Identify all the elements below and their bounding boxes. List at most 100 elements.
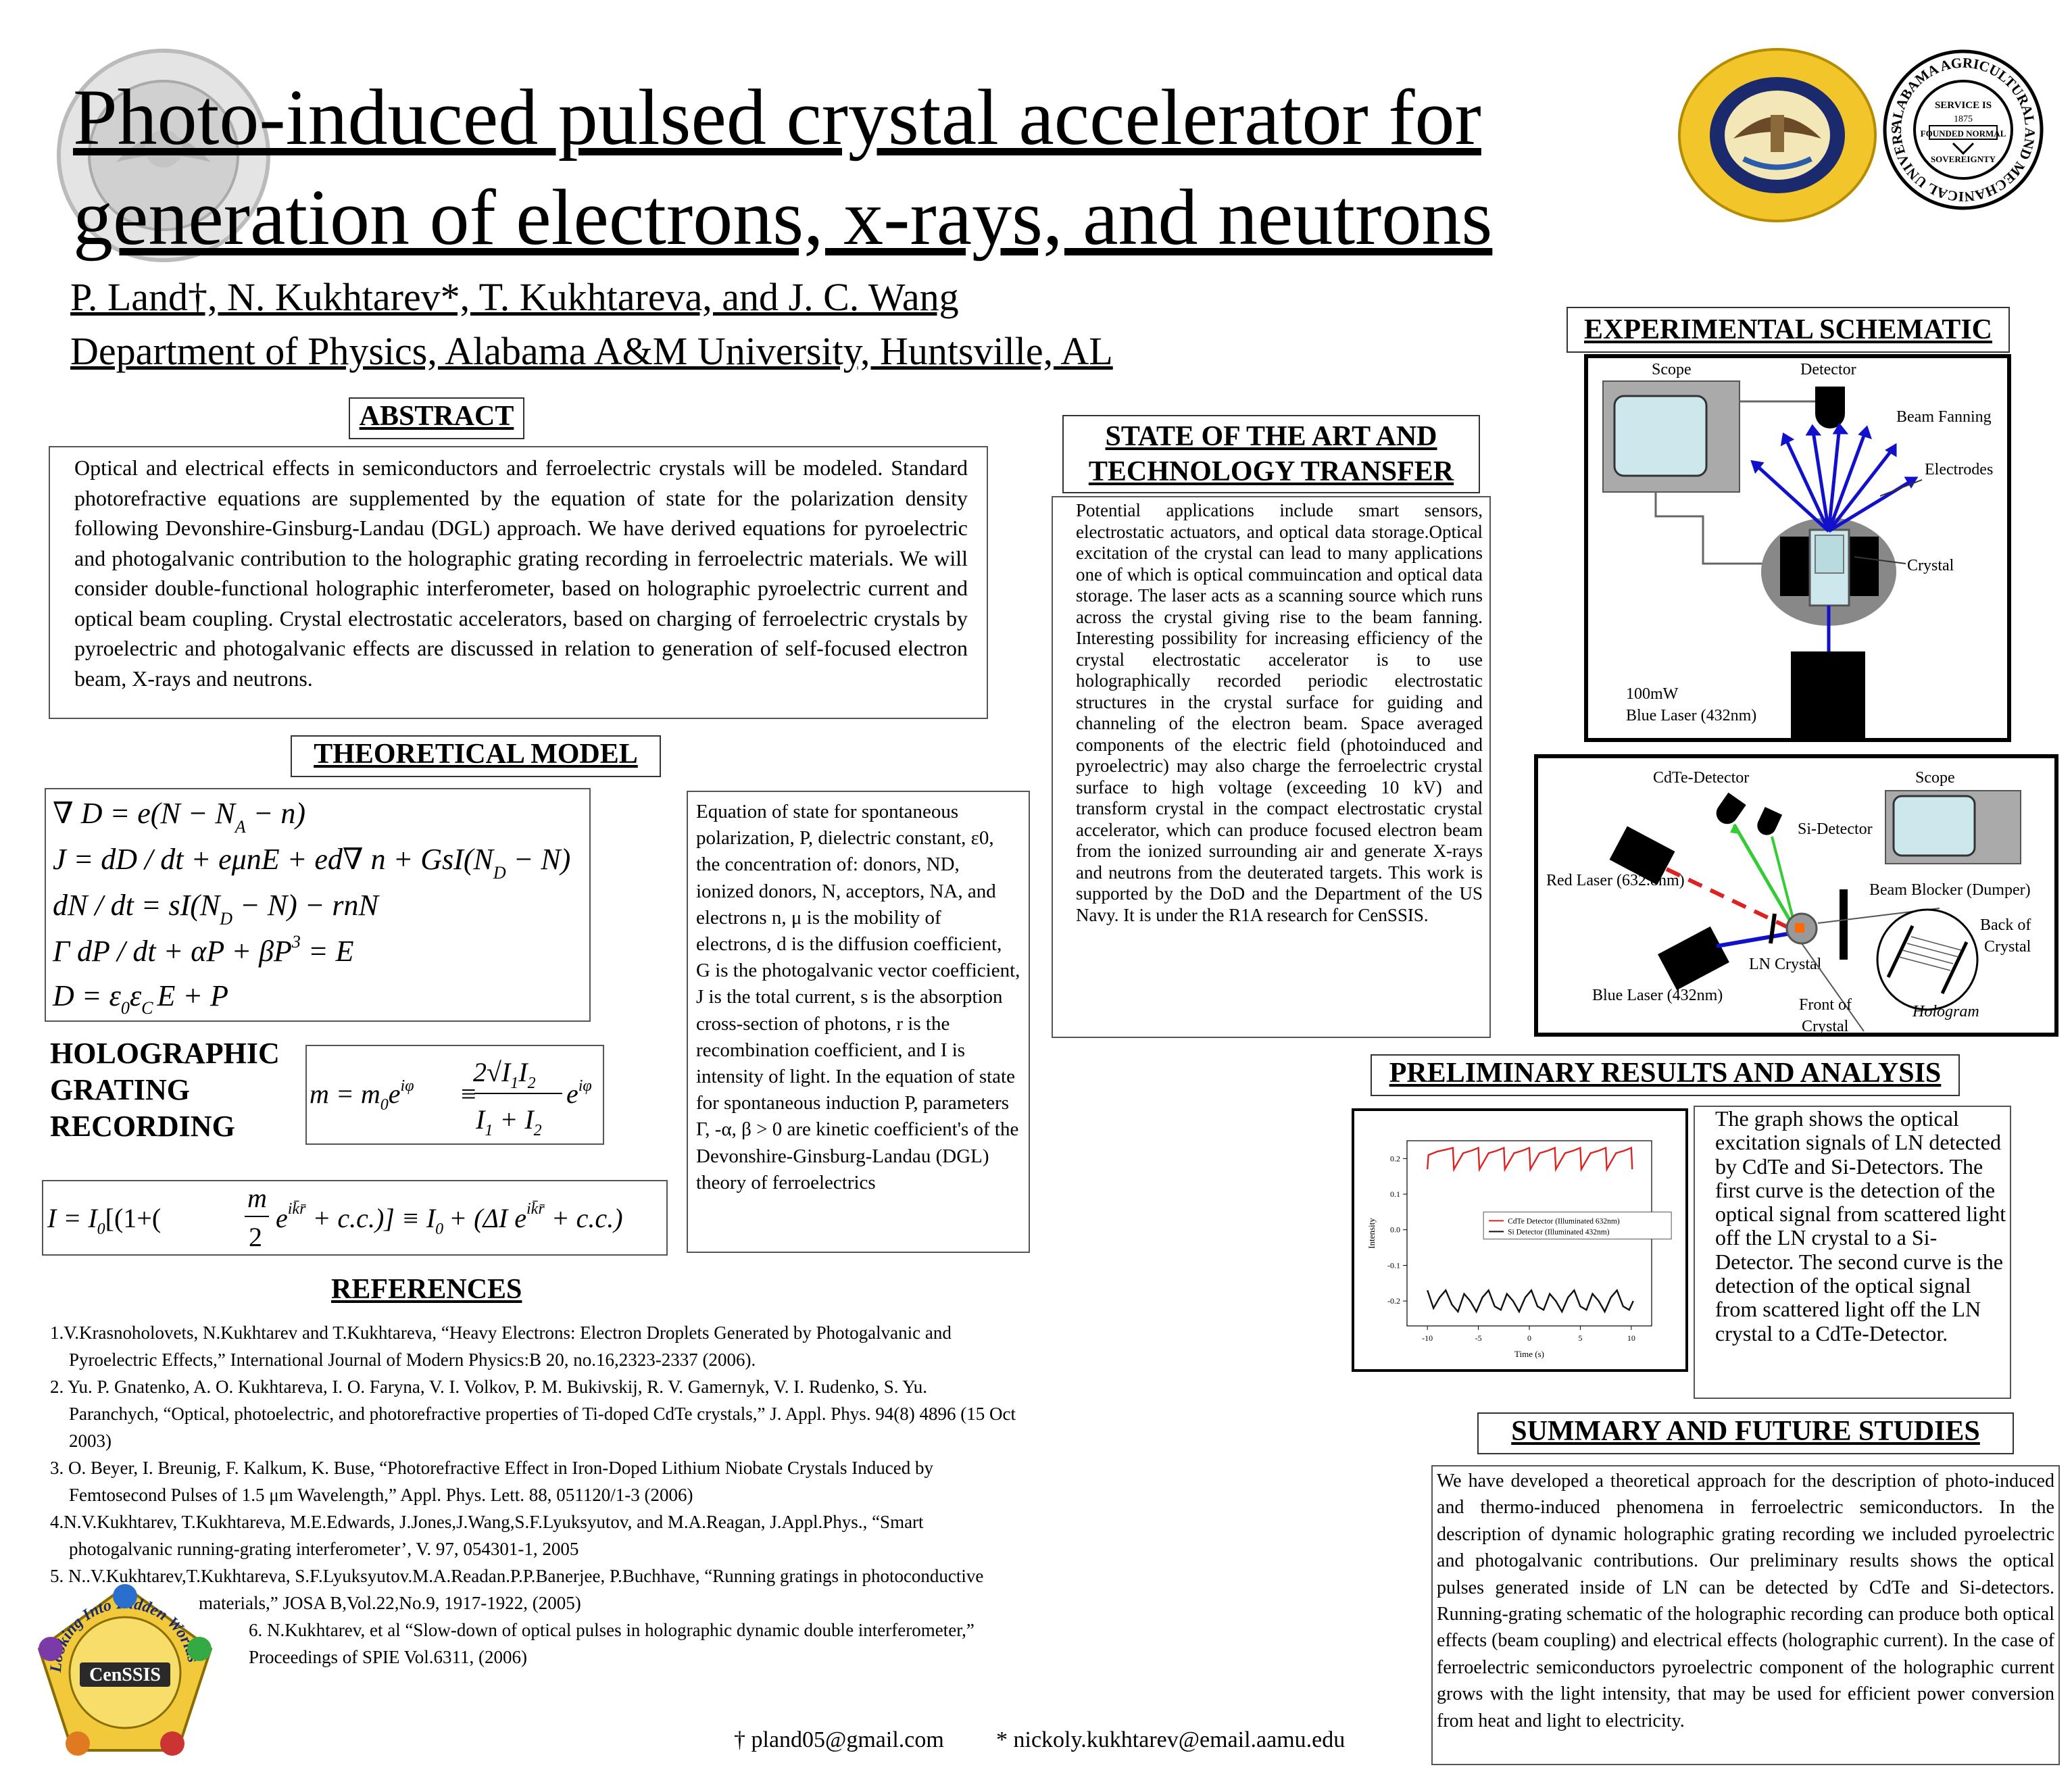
- I-equation-exp: eik̄r̄+ c.c.)] ≡ I0+ (ΔI eik̄r̄+ c.c.): [276, 1200, 623, 1238]
- electrode-right: [1849, 537, 1879, 596]
- navy-seal-logo: [1678, 48, 1877, 222]
- holographic-label: HOLOGRAPHIC GRATING RECORDING: [50, 1035, 280, 1145]
- series-line-1: [1427, 1146, 1633, 1173]
- back-crystal-label-2: Crystal: [1984, 938, 2031, 956]
- laser-type-label: Blue Laser (432nm): [1626, 707, 1756, 724]
- blue-laser-label-bottom: Blue Laser (432nm): [1592, 987, 1723, 1004]
- results-text: The graph shows the optical excitation s…: [1715, 1106, 2006, 1346]
- title-line-1: Photo-induced pulsed crystal accelerator…: [73, 73, 1481, 162]
- front-crystal-label-1: Front of: [1799, 996, 1852, 1014]
- reference-line: 1.V.Krasnoholovets, N.Kukhtarev and T.Ku…: [50, 1323, 952, 1343]
- censsis-logo: Looking Into Hidden Worlds CenSSIS: [37, 1584, 213, 1756]
- m-equation-svg: m = m0eiφ ≡ 2√I1I2 I1 + I2 eiφ: [310, 1057, 592, 1139]
- y-tick-label: -0.1: [1387, 1260, 1400, 1270]
- aamu-founded-text: FOUNDED NORMAL: [1921, 128, 2006, 139]
- green-beam-cdte: [1732, 823, 1798, 933]
- m-equation-lhs: m = m0eiφ: [310, 1077, 414, 1114]
- ln-crystal-label: LN Crystal: [1749, 956, 1822, 973]
- state-of-art-header-line2: TECHNOLOGY TRANSFER: [1088, 456, 1454, 487]
- chart-legend-box: [1483, 1211, 1672, 1239]
- schematic-bottom-diagram: CdTe-Detector Scope Si-Detector Red Lase…: [1534, 754, 2058, 1037]
- summary-text: We have developed a theoretical approach…: [1437, 1471, 2054, 1731]
- state-of-art-header: STATE OF THE ART AND TECHNOLOGY TRANSFER: [1062, 415, 1480, 493]
- abstract-text: Optical and electrical effects in semico…: [74, 455, 968, 691]
- x-tick-label: -10: [1422, 1333, 1433, 1343]
- I-equation-m: m: [247, 1183, 267, 1213]
- holographic-label-line3: RECORDING: [50, 1110, 235, 1143]
- beam-fanning-arrows: [1750, 422, 1919, 533]
- detector-label: Detector: [1800, 361, 1856, 378]
- equations-box: [45, 788, 591, 1022]
- si-detector-shape: [1757, 806, 1783, 835]
- dod-seal-logo: [57, 49, 270, 262]
- equation-1: ∇ D = e(N − NA − n): [53, 797, 305, 837]
- reference-line: Femtosecond Pulses of 1.5 μm Wavelength,…: [69, 1485, 693, 1505]
- detector-shape: [1815, 387, 1845, 428]
- y-axis-label: Intensity: [1366, 1218, 1377, 1249]
- cdte-detector-shape: [1716, 792, 1746, 824]
- legend-entry: CdTe Detector (Illuminated 632nm): [1508, 1217, 1620, 1225]
- I-equation-lhs: I = I0[(1+(: [47, 1203, 161, 1238]
- x-tick-label: -5: [1475, 1333, 1482, 1343]
- title-line-2: generation of electrons, x-rays, and neu…: [73, 173, 1493, 262]
- reference-line: 6. N.Kukhtarev, et al “Slow-down of opti…: [249, 1620, 975, 1640]
- series-line-2: [1427, 1288, 1634, 1314]
- x-tick-label: 0: [1527, 1333, 1531, 1343]
- reference-line: Paranchych, “Optical, photoelectric, and…: [69, 1404, 1016, 1424]
- x-tick-label: 10: [1627, 1333, 1635, 1343]
- footer-email-land[interactable]: † pland05@gmail.com: [734, 1727, 944, 1752]
- reference-line: 2. Yu. P. Gnatenko, A. O. Kukhtareva, I.…: [50, 1377, 928, 1397]
- schematic-top-diagram: Scope Detector Beam Fanning Electrodes C…: [1584, 354, 2011, 742]
- results-text-box: The graph shows the optical excitation s…: [1694, 1106, 2011, 1399]
- footer-email-kukhtarev[interactable]: * nickoly.kukhtarev@email.aamu.edu: [996, 1727, 1346, 1752]
- theory-header: THEORETICAL MODEL: [291, 735, 661, 777]
- electrodes-label: Electrodes: [1925, 461, 1993, 478]
- reference-line: photogalvanic running-grating interferom…: [69, 1539, 579, 1559]
- cdte-detector-label: CdTe-Detector: [1653, 769, 1749, 787]
- I-equation-svg: I = I0[(1+( m 2 eik̄r̄+ c.c.)] ≡ I0+ (ΔI…: [47, 1183, 623, 1252]
- blue-beam: [1716, 931, 1796, 948]
- laser-power-label: 100mW: [1626, 685, 1679, 703]
- y-tick-label: 0.2: [1390, 1154, 1400, 1163]
- state-of-art-header-line1: STATE OF THE ART AND: [1105, 421, 1437, 452]
- y-tick-label: -0.2: [1387, 1296, 1400, 1306]
- m-equation-denominator: I1 + I2: [475, 1104, 542, 1139]
- abstract-box: Optical and electrical effects in semico…: [49, 446, 988, 719]
- scope-label: Scope: [1652, 361, 1692, 378]
- si-detector-label: Si-Detector: [1798, 820, 1873, 838]
- reference-line: materials,” JOSA B,Vol.22,No.9, 1917-192…: [199, 1593, 581, 1613]
- m-equation-phase: eiφ: [566, 1077, 592, 1109]
- electrode-left: [1780, 537, 1810, 596]
- reference-line: 5. N..V.Kukhtarev,T.Kukhtareva, S.F.Lyuk…: [50, 1566, 984, 1586]
- blue-laser-shape: [1658, 926, 1729, 991]
- equation-3: dN / dt = sI(ND − N) − rnN: [53, 889, 380, 929]
- back-crystal-label-1: Back of: [1980, 916, 2031, 934]
- author-names: P. Land†, N. Kukhtarev*, T. Kukhtareva, …: [70, 275, 959, 319]
- state-of-art-box: Potential applications include smart sen…: [1052, 496, 1491, 1038]
- beam-blocker: [1840, 889, 1848, 960]
- schematic-header: EXPERIMENTAL SCHEMATIC: [1567, 307, 2010, 353]
- abstract-header: ABSTRACT: [349, 397, 524, 439]
- holographic-label-line2: GRATING: [50, 1073, 190, 1106]
- holographic-label-line1: HOLOGRAPHIC: [50, 1037, 280, 1070]
- front-crystal-label-2: Crystal: [1802, 1018, 1849, 1035]
- aamu-year-text: 1875: [1954, 114, 1973, 124]
- equations-svg: ∇ D = e(N − NA − n) J = dD / dt + eμnE +…: [52, 797, 570, 1018]
- legend-entry: Si Detector (Illuminated 432nm): [1508, 1228, 1610, 1236]
- y-tick-label: 0.0: [1390, 1225, 1400, 1235]
- references-header: REFERENCES: [331, 1274, 522, 1305]
- reference-line: 4.N.V.Kukhtarev, T.Kukhtareva, M.E.Edwar…: [50, 1512, 924, 1532]
- reference-line: 2003): [69, 1431, 112, 1451]
- beam-blocker-label: Beam Blocker (Dumper): [1869, 881, 2031, 899]
- summary-header: SUMMARY AND FUTURE STUDIES: [1477, 1412, 2014, 1454]
- equation-4: Γ dP / dt + αP + βP3 = E: [52, 932, 354, 968]
- x-axis-label: Time (s): [1514, 1349, 1544, 1359]
- theory-description: Equation of state for spontaneous polari…: [696, 801, 1020, 1193]
- crystal-label: Crystal: [1907, 557, 1954, 574]
- ln-crystal: [1795, 923, 1804, 933]
- blue-laser-top: [1791, 651, 1865, 742]
- reference-line: Proceedings of SPIE Vol.6311, (2006): [249, 1647, 527, 1667]
- aamu-sovereignty-text: SOVEREIGNTY: [1931, 154, 1996, 164]
